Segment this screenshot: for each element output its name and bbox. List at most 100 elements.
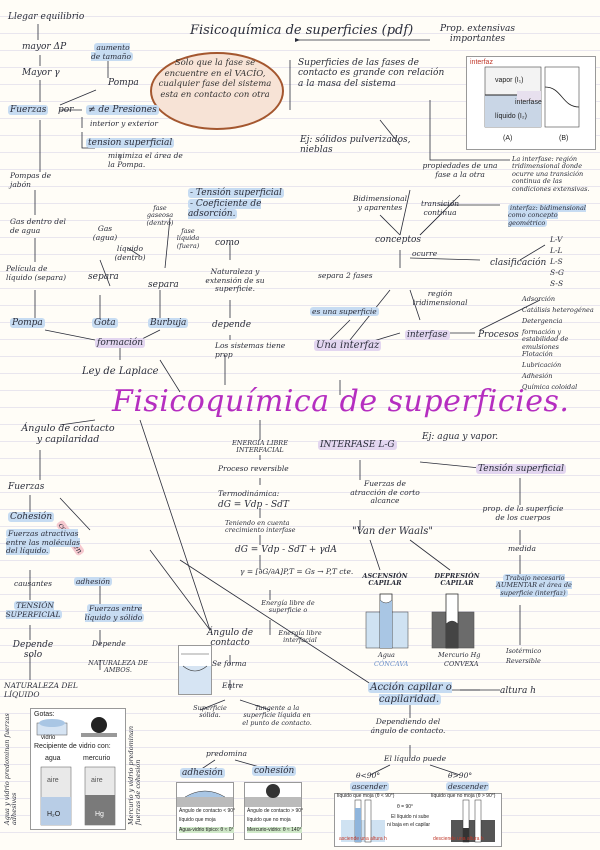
capillary-drawing: [365, 593, 475, 649]
theta-1: θ<90°: [356, 771, 381, 780]
agua-vidrio: Agua y vidrio predominan fuerzas adhesiv…: [3, 713, 19, 825]
fig-mercurio: mercurio: [83, 755, 111, 762]
mayor-gamma: Mayor γ: [22, 68, 60, 78]
fig-mid-0: θ = 90°: [397, 804, 414, 810]
conceptos: conceptos: [375, 235, 422, 245]
formacion: formación: [95, 338, 146, 348]
int-ext: interior y exterior: [90, 119, 158, 128]
reversible: Reversible: [506, 657, 541, 665]
fuerzas-atractivas: Fuerzas atractivas entre las moléculas d…: [6, 529, 81, 556]
fig-h2o: H₂O: [47, 811, 61, 818]
transicion-continua: transición continua: [420, 199, 460, 217]
fig-desciende: desciende una altura h: [433, 836, 484, 842]
theta-2: θ>90°: [448, 771, 473, 780]
fig-aire-2: aire: [91, 777, 103, 784]
ascension-capilar: ASCENSIÓN CAPILAR: [362, 572, 408, 588]
mercurio-rb: Mercurio Hg: [438, 651, 481, 659]
clase-2: L-S: [550, 257, 563, 266]
energia-int: Energía libre interfacial: [278, 629, 322, 645]
page-title: Fisicoquímica de superficies (pdf): [190, 23, 414, 38]
fase-gaseosa: fase gaseosa (dentro): [146, 204, 174, 227]
table2-row2: Mercurio-vidrio: θ ≈ 140°: [247, 827, 302, 833]
pompa-label: Pompa: [108, 78, 139, 88]
clasificacion: clasificación: [490, 258, 547, 268]
van-der-waals: "Van der Waals": [352, 526, 434, 537]
table-cohesion: Ángulo de contacto > 90° líquido que no …: [244, 782, 304, 840]
gas-agua: Gas (agua): [92, 224, 118, 242]
contact-angle-drawing: [179, 653, 211, 694]
angulo-contacto: Ángulo de contacto: [206, 628, 254, 649]
interfaz-bid: interfaz: bidimensional como concepto ge…: [508, 204, 586, 227]
fig-gotas: Gotas:: [34, 711, 55, 718]
causantes: causantes: [14, 579, 52, 588]
energia-sup: Energía libre de superficie o: [261, 599, 315, 615]
interface-figure-drawing: [484, 66, 580, 128]
como: como: [215, 238, 240, 248]
superficies-contacto: Superficies de las fases de contacto es …: [298, 58, 445, 89]
bidimensional: Bidimensional y aparentes: [353, 194, 407, 212]
top-left-note: Llegar equilibrio: [8, 12, 85, 22]
ej-agua: Ej: agua y vapor.: [422, 432, 499, 442]
interfase: interfase: [405, 330, 450, 340]
vacuum-bubble: [150, 52, 284, 130]
fuerzas-lb: Fuerzas: [8, 482, 45, 492]
adhesion-mb: adhesión: [180, 768, 225, 778]
termodinamica: Termodinámica:: [218, 489, 280, 498]
naturaleza-extension: Naturaleza y extensión de su superficie.: [205, 267, 265, 294]
table1-row2: Agua-vidrio típico: θ ≈ 0°: [179, 827, 234, 833]
fig-aire-1: aire: [47, 777, 59, 784]
depende-2: Depende: [92, 639, 126, 648]
fig-asciende: asciende una altura h: [339, 836, 387, 842]
fig-recipiente: Recipiente de vidrio con:: [34, 743, 111, 750]
gas-dentro: Gas dentro del de agua: [10, 217, 66, 235]
concava: CÓNCAVA: [374, 660, 409, 668]
tension-sup-rb: Tensión superficial: [476, 464, 566, 474]
clase-1: L-L: [550, 246, 563, 255]
minimiza-area: minimiza el área de la Pompa.: [108, 151, 183, 169]
fig-a: (A): [503, 135, 513, 142]
fig-liquido: líquido (I₂): [495, 113, 527, 120]
depende-solo: Depende solo: [12, 640, 54, 661]
fig-mid-2: ni baja en el capilar: [387, 822, 431, 828]
convexa: CONVEXA: [444, 660, 479, 668]
energia-libre-int: ENERGÍA LIBRE INTERFACIAL: [232, 439, 288, 455]
table-cohesion-drawing: [245, 784, 301, 807]
propiedades-fase: propiedades de una fase a la otra: [422, 161, 498, 179]
clase-4: S-S: [550, 279, 564, 288]
fase-liquida: fase líquida (fuera): [176, 227, 200, 250]
fig-left-title: líquido que moja (θ < 90°): [337, 793, 395, 799]
por-label: por: [58, 105, 74, 115]
angulo-capilaridad: Ángulo de contacto y capilaridad: [21, 423, 115, 445]
proceso-0: Adsorción: [522, 295, 556, 303]
naturaleza-liquido: NATURALEZA DEL LÍQUIDO: [4, 681, 78, 699]
contact-angle-figure: [178, 645, 212, 695]
region-tridimensional: región tridimensional: [412, 289, 468, 307]
table2-row0: Ángulo de contacto > 90°: [247, 808, 304, 814]
fig-b: (B): [559, 135, 569, 142]
teniendo-cuenta: Teniendo en cuenta crecimiento interfase: [225, 519, 296, 535]
vacuum-bubble-text: Solo que la fase se encuentre en el VACÍ…: [158, 58, 272, 100]
coef-adsorcion: - Coeficiente de adsorción.: [188, 199, 262, 220]
descender: descender: [446, 782, 490, 791]
agua-rb: Agua: [378, 651, 395, 659]
clase-0: L-V: [550, 235, 563, 244]
tangente: Tangente a la superficie líquida en el p…: [242, 704, 312, 727]
cohesion-lb: Cohesión: [8, 512, 55, 522]
prop-extensivas: Prop. extensivas importantes: [440, 24, 515, 45]
eq-1: dG = Vdp - SdT: [218, 500, 289, 510]
table1-row0: Ángulo de contacto < 90°: [179, 808, 236, 814]
medida: medida: [508, 544, 537, 553]
ley-laplace: Ley de Laplace: [82, 366, 159, 377]
mercurio-vidrio: Mercurio y vidrio predominan fuerzas de …: [127, 725, 143, 825]
altura-h: altura h: [500, 686, 536, 696]
fig-interfaz: interfaz: [470, 59, 493, 66]
capillary-figure-left: Gotas: vidrio Recipiente de vidrio con: …: [30, 708, 126, 830]
ascender: ascender: [350, 782, 389, 791]
isotermico: Isotérmico: [506, 647, 542, 655]
mayor-dp: mayor ΔP: [22, 42, 67, 52]
fig-vidrio: vidrio: [41, 735, 56, 741]
es-una-superficie: es una superficie: [310, 307, 379, 316]
cohesion-mb: cohesión: [252, 766, 297, 776]
clase-3: S-G: [550, 268, 564, 277]
